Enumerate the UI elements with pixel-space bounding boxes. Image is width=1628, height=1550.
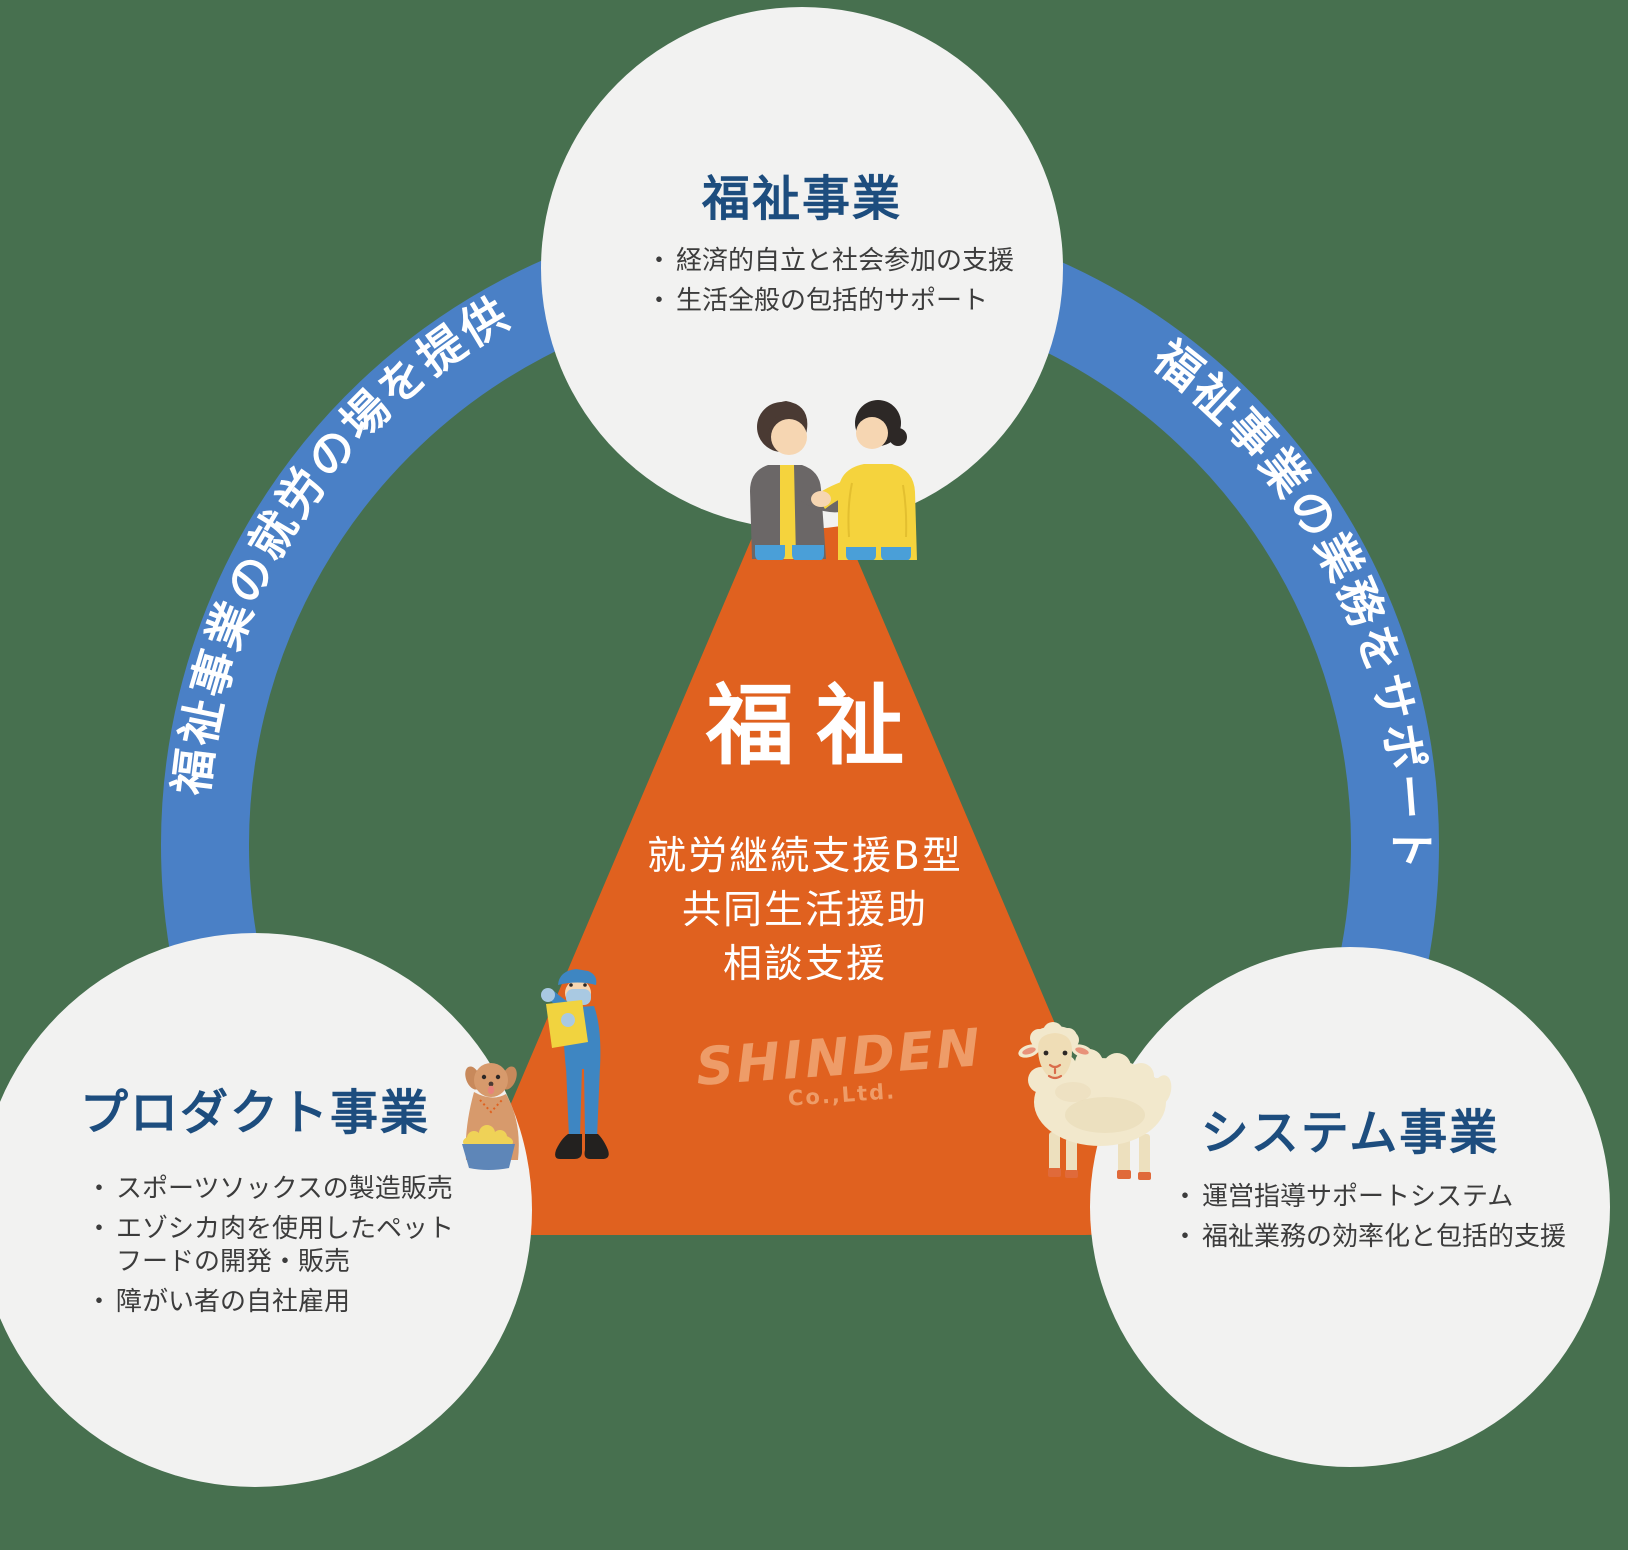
- sheep-ear-left-inner: [1022, 1047, 1036, 1055]
- bullet-text: 福祉業務の効率化と包括的支援: [1202, 1222, 1567, 1252]
- bullet-dot: ・: [86, 1174, 113, 1204]
- person-right-pant-left: [846, 547, 876, 560]
- product-title: プロダクト事業: [79, 1085, 430, 1141]
- worker-boot-right: [584, 1134, 609, 1159]
- person-right-hair-curl: [889, 428, 907, 446]
- bullet-dot: ・: [86, 1287, 113, 1317]
- bullet-text: 生活全般の包括的サポート: [676, 286, 989, 316]
- sheep-wool-shade: [1055, 1082, 1091, 1102]
- sheep-hoof: [1065, 1170, 1078, 1178]
- worker-leg-left: [566, 1066, 582, 1138]
- person-right-face: [856, 417, 888, 449]
- text-line: 相談支援: [722, 942, 887, 987]
- system-bullets: ・運営指導サポートシステム・福祉業務の効率化と包括的支援: [1172, 1181, 1582, 1261]
- sheep-wool-shade: [1065, 1097, 1145, 1133]
- triangle-shape: [471, 452, 1129, 1236]
- dog-collar: [479, 1099, 503, 1114]
- person-left-pant-left: [755, 545, 785, 560]
- worker-leg-right: [584, 1066, 600, 1138]
- person-left-face: [771, 419, 807, 455]
- bullet-dot: ・: [1172, 1222, 1199, 1252]
- center-services-list: 就労継続支援B型共同生活援助相談支援: [555, 830, 1055, 992]
- person-right-hand: [811, 491, 831, 507]
- bullet-item: ・経済的自立と社会参加の支援: [646, 245, 1026, 278]
- worker-cap: [558, 969, 597, 985]
- sheep-nose-mouth: [1047, 1063, 1063, 1080]
- dog-nose: [488, 1081, 494, 1087]
- bullet-text: 障がい者の自社雇用: [116, 1287, 351, 1317]
- sheep-illustration: [1018, 1022, 1172, 1180]
- bullet-text: 運営指導サポートシステム: [1202, 1182, 1514, 1212]
- sheep-leg: [1066, 1138, 1077, 1176]
- worker-boot-left: [555, 1134, 582, 1159]
- bullet-item: ・運営指導サポートシステム: [1172, 1181, 1582, 1214]
- bullet-item: ・エゾシカ肉を使用したペットフードの開発・販売: [86, 1213, 470, 1279]
- worker-eye-left: [569, 983, 573, 987]
- person-right-seam-left: [847, 482, 853, 538]
- sheep-face: [1038, 1033, 1072, 1078]
- bullet-item: ・生活全般の包括的サポート: [646, 285, 1026, 318]
- bullet-text: スポーツソックスの製造販売: [116, 1174, 453, 1204]
- dog-bowl: [462, 1144, 515, 1170]
- person-left-shirt: [776, 465, 798, 559]
- center-heading: 福祉: [705, 674, 926, 777]
- dog-illustration: [462, 1063, 519, 1170]
- dog-head: [474, 1063, 508, 1097]
- sheep-leg: [1049, 1132, 1060, 1174]
- sheep-hoof: [1117, 1170, 1131, 1179]
- sheep-hoof: [1138, 1172, 1151, 1180]
- person-left-hair-front: [763, 401, 808, 441]
- bullet-item: ・障がい者の自社雇用: [86, 1286, 470, 1319]
- product-bullets: ・スポーツソックスの製造販売・エゾシカ肉を使用したペットフードの開発・販売・障が…: [86, 1173, 470, 1326]
- worker-glove-upper: [541, 988, 555, 1002]
- welfare-bullets: ・経済的自立と社会参加の支援・生活全般の包括的サポート: [646, 245, 1026, 325]
- worker-glove-lower: [561, 1013, 575, 1027]
- welfare-title: 福祉事業: [701, 171, 902, 227]
- worker-mask: [566, 989, 591, 1005]
- sheep-ear-right-inner: [1075, 1047, 1089, 1055]
- handshake-people-illustration: [750, 400, 917, 560]
- bullet-text: エゾシカ肉を使用したペットフードの開発・販売: [116, 1214, 455, 1277]
- system-business-circle: システム事業 ・運営指導サポートシステム・福祉業務の効率化と包括的支援: [1090, 947, 1610, 1467]
- text-line: 共同生活援助: [681, 888, 928, 933]
- sheep-eye-left: [1043, 1050, 1049, 1056]
- person-right-sweater: [838, 464, 917, 560]
- bullet-dot: ・: [1172, 1182, 1199, 1212]
- bullet-dot: ・: [646, 246, 673, 276]
- bullet-text: 経済的自立と社会参加の支援: [676, 246, 1015, 276]
- dog-tongue: [487, 1085, 495, 1095]
- dog-eye-left: [481, 1074, 487, 1080]
- sheep-hoof: [1048, 1168, 1061, 1177]
- bullet-item: ・スポーツソックスの製造販売: [86, 1173, 470, 1206]
- worker-illustration: [541, 969, 609, 1159]
- sheep-leg: [1139, 1134, 1150, 1178]
- system-title: システム事業: [1200, 1105, 1500, 1161]
- bullet-item: ・福祉業務の効率化と包括的支援: [1172, 1221, 1582, 1254]
- person-right: [811, 400, 917, 560]
- bullet-dot: ・: [86, 1214, 113, 1244]
- person-left-pant-right: [792, 545, 824, 560]
- person-left-jacket-left: [750, 465, 780, 559]
- product-business-circle: プロダクト事業 ・スポーツソックスの製造販売・エゾシカ肉を使用したペットフードの…: [0, 933, 532, 1487]
- person-right-seam-right: [902, 484, 908, 538]
- worker-eye-right: [583, 983, 587, 987]
- person-right-pant-right: [881, 547, 911, 560]
- person-left-jacket-right: [794, 465, 826, 559]
- dog-eye-right: [495, 1074, 501, 1080]
- text-line: 就労継続支援B型: [647, 834, 963, 879]
- bullet-dot: ・: [646, 286, 673, 316]
- sheep-eye-right: [1062, 1050, 1068, 1056]
